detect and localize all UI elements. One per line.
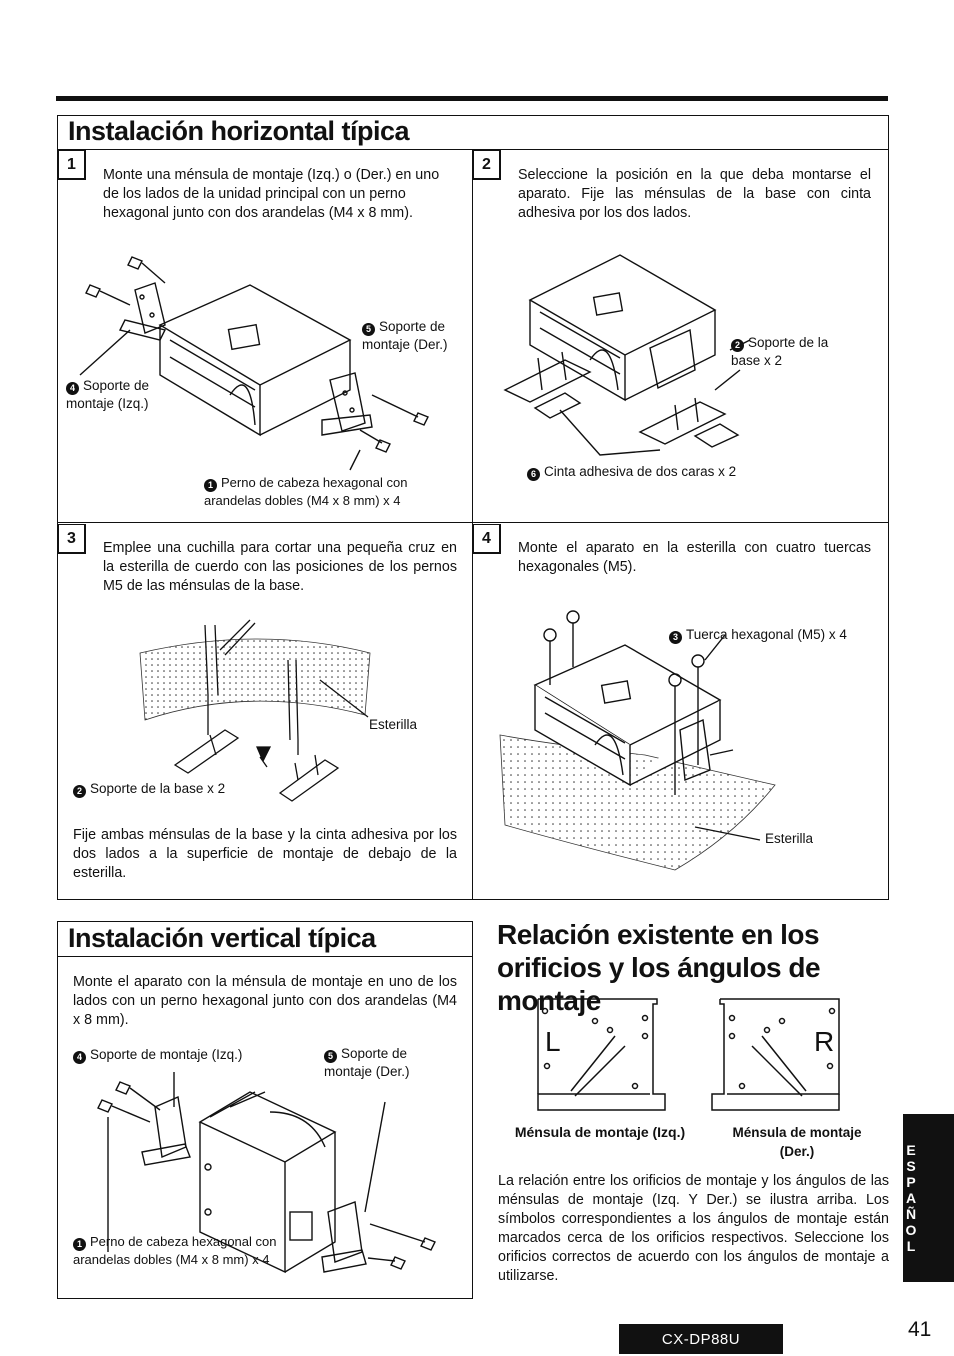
step-4-illustration [499, 610, 776, 871]
label-esterilla-step4: Esterilla [765, 831, 814, 846]
marker-2-icon: 2 [731, 339, 744, 352]
row-divider [57, 522, 889, 523]
step-number-1: 1 [58, 150, 86, 180]
step-4-text: Monte el aparato en la esterilla con cua… [518, 540, 871, 575]
vertical-text: Monte el aparato con la ménsula de monta… [73, 974, 457, 1028]
marker-1-icon: 1 [204, 479, 217, 492]
top-rule [56, 96, 888, 101]
bracket-letter-l: L [545, 1026, 561, 1057]
marker-6-icon: 6 [527, 468, 540, 481]
vertical-illustration [97, 1072, 436, 1274]
marker-1-icon: 1 [73, 1238, 86, 1251]
bracket-letter-r: R [814, 1026, 834, 1057]
bracket-izq-diagram: L [537, 998, 666, 1111]
caption-mensula-der: Ménsula de montaje (Der.) [732, 1125, 862, 1159]
marker-2-icon: 2 [73, 785, 86, 798]
step-2-text: Seleccione la posición en la que deba mo… [518, 167, 871, 221]
step-1-text: Monte una ménsula de montaje (Izq.) o (D… [103, 167, 440, 221]
label-esterilla-step3: Esterilla [369, 717, 418, 732]
section-title-vertical: Instalación vertical típica [68, 923, 376, 953]
marker-4-icon: 4 [73, 1051, 86, 1064]
marker-5-icon: 5 [362, 323, 375, 336]
language-label: ESPAÑOL [903, 1142, 919, 1254]
section-title-horizontal: Instalación horizontal típica [68, 116, 410, 146]
step-3-text: Emplee una cuchilla para cortar una pequ… [103, 540, 457, 594]
marker-3-icon: 3 [669, 631, 682, 644]
language-tab: ESPAÑOL [903, 1114, 954, 1282]
section-title-divider [57, 149, 889, 150]
model-badge: CX-DP88U [619, 1324, 783, 1354]
step-3-illustration [139, 619, 371, 802]
relacion-text: La relación entre los orificios de monta… [498, 1173, 889, 1284]
vertical-section [57, 921, 473, 1299]
marker-5-icon: 5 [324, 1050, 337, 1063]
caption-mensula-izq: Ménsula de montaje (Izq.) [514, 1124, 686, 1140]
step-2-illustration [503, 254, 751, 456]
step-1-illustration [79, 256, 429, 471]
section-title-relacion: Relación existente en los orificios y lo… [497, 919, 821, 1016]
bracket-der-diagram: R [711, 998, 840, 1111]
step-number-2: 2 [473, 150, 501, 180]
marker-4-icon: 4 [66, 382, 79, 395]
page-number: 41 [908, 1318, 932, 1341]
horizontal-section [57, 115, 889, 900]
column-divider [472, 149, 473, 900]
vertical-title-divider [57, 956, 473, 957]
step-3-footer-text: Fije ambas ménsulas de la base y la cint… [73, 827, 457, 881]
step-number-3: 3 [58, 524, 86, 554]
step-number-4: 4 [473, 524, 501, 554]
